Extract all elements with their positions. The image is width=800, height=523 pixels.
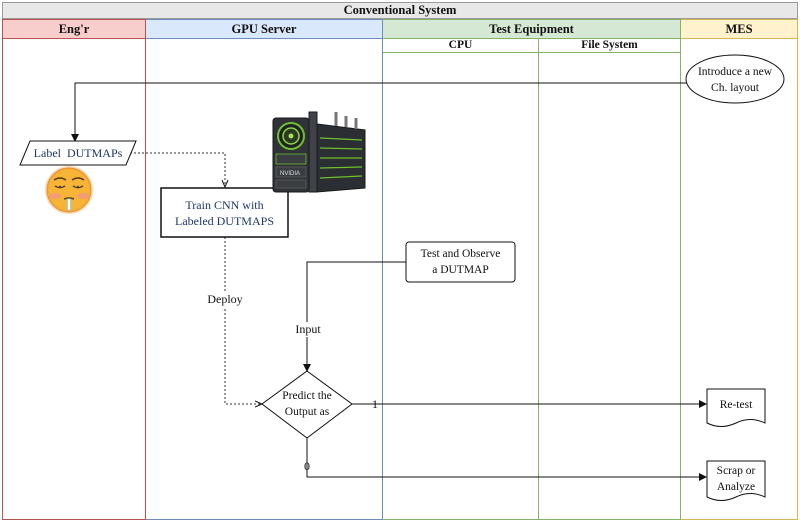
scrap-line-1: Scrap or	[716, 465, 756, 477]
tired-face-icon	[45, 166, 93, 214]
scrap-line-2: Analyze	[716, 481, 756, 493]
label-dutmaps-node	[19, 140, 137, 166]
test-line-2: a DUTMAP	[432, 264, 489, 276]
lane-test-header: Test Equipment	[383, 20, 680, 39]
train-cnn-text: Train CNN with Labeled DUTMAPS	[161, 197, 288, 229]
predict-line-1: Predict the	[282, 390, 332, 402]
introduce-layout-node	[685, 54, 785, 104]
introduce-line-1: Introduce a new	[697, 66, 773, 78]
sublane-divider	[538, 38, 539, 520]
lane-engr: Eng'r	[2, 19, 146, 520]
retest-text: Re-test	[719, 399, 753, 411]
sublane-fs-header: File System	[581, 39, 638, 51]
diagram-title: Conventional System	[2, 2, 798, 19]
test-line-1: Test and Observe	[420, 248, 501, 260]
predict-line-2: Output as	[284, 406, 330, 418]
input-label: Input	[290, 322, 326, 337]
edge-input	[303, 261, 406, 372]
scrap-document-node	[706, 460, 766, 501]
edge-deploy	[224, 237, 262, 404]
lane-gpu-header: GPU Server	[146, 20, 382, 39]
test-observe-node	[405, 241, 516, 283]
predict-output-node	[261, 370, 353, 439]
introduce-line-2: Ch. layout	[711, 82, 759, 94]
deploy-label: Deploy	[200, 292, 250, 307]
train-line-1: Train CNN with	[185, 198, 264, 212]
sublane-header-rule	[383, 52, 681, 53]
retest-document-node	[706, 388, 766, 427]
edge-introduce-to-label	[71, 82, 687, 142]
train-cnn-node	[160, 187, 289, 238]
lane-test-equipment: Test Equipment	[383, 19, 681, 520]
scrap-text: Scrap or Analyze	[707, 463, 765, 495]
output-0-label: 0	[304, 459, 310, 473]
edge-label-to-train	[130, 152, 225, 187]
lane-mes-header: MES	[681, 20, 797, 39]
output-1-label: 1	[372, 397, 378, 411]
lane-mes: MES	[681, 19, 798, 520]
sublane-cpu-header: CPU	[448, 39, 473, 51]
introduce-text: Introduce a new Ch. layout	[686, 64, 784, 96]
predict-text: Predict the Output as	[272, 388, 342, 420]
train-line-2: Labeled DUTMAPS	[175, 214, 274, 228]
test-observe-text: Test and Observe a DUTMAP	[406, 246, 515, 278]
lane-engr-header: Eng'r	[3, 20, 145, 39]
gpu-brand-text: NVIDIA	[280, 171, 300, 177]
lane-gpu-server: GPU Server	[146, 19, 383, 520]
edge-output-0	[306, 438, 707, 481]
label-dutmaps-text: Label DUTMAPs	[33, 146, 123, 160]
gpu-server-icon	[272, 111, 366, 193]
